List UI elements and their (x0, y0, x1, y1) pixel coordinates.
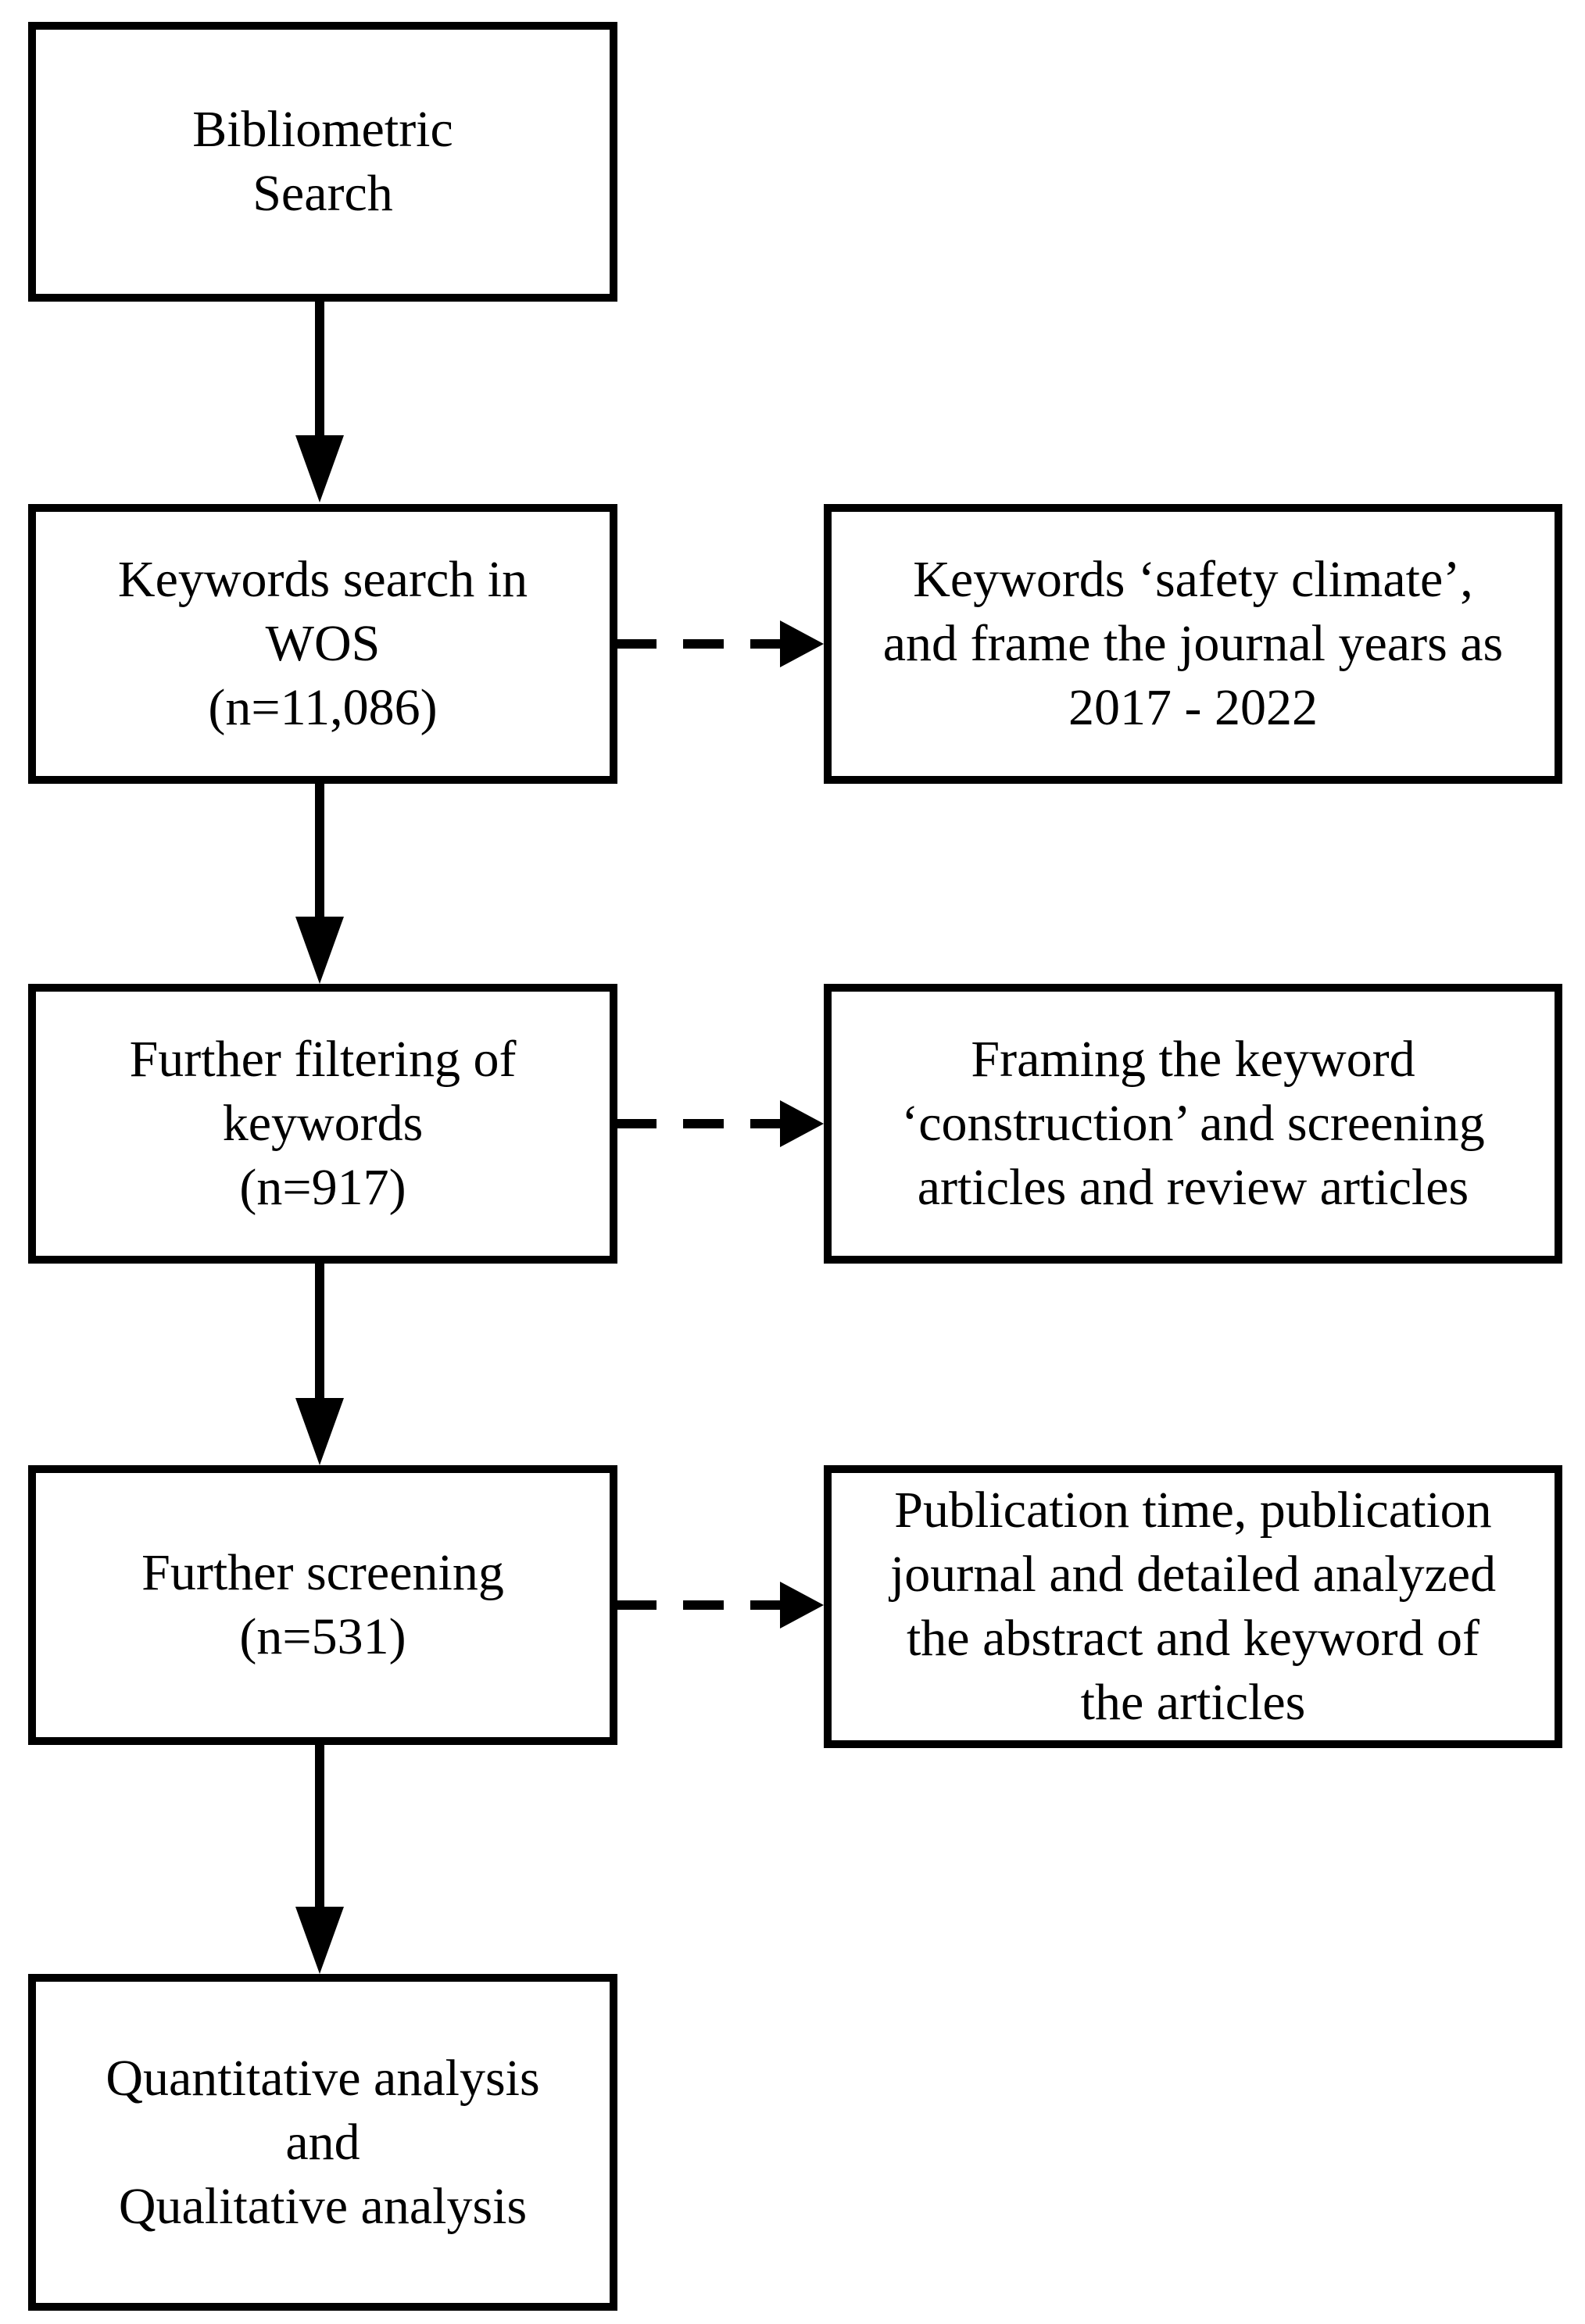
text-line: and (285, 2113, 360, 2171)
dashed-arrow-shaft (616, 639, 780, 649)
text-line: Keywords ‘safety climate’, (913, 551, 1473, 608)
text-line: (n=917) (239, 1159, 406, 1216)
text-line: (n=531) (239, 1608, 406, 1665)
arrow-shaft (315, 784, 324, 919)
text-line: 2017 - 2022 (1068, 679, 1318, 736)
text-line: Quantitative analysis (106, 2049, 540, 2107)
node-keywords-search-wos-box: Keywords search in WOS (n=11,086) (28, 504, 617, 784)
text-line: Framing the keyword (971, 1031, 1415, 1088)
arrow-shaft (315, 302, 324, 438)
text-line: keywords (222, 1095, 424, 1152)
text-line: the articles (1080, 1674, 1306, 1731)
node-further-screening-box: Further screening (n=531) (28, 1465, 617, 1745)
arrow-shaft (315, 1745, 324, 1909)
node-analysis-label: Quantitative analysis and Qualitative an… (106, 2047, 539, 2239)
text-line: Further screening (141, 1544, 504, 1601)
text-line: ‘construction’ and screening (901, 1095, 1485, 1152)
text-line: articles and review articles (917, 1159, 1469, 1216)
node-bibliometric-search-label: Bibliometric Search (192, 98, 453, 226)
text-line: the abstract and keyword of (906, 1610, 1480, 1667)
node-bibliometric-search-box: Bibliometric Search (28, 22, 617, 302)
text-line: WOS (265, 615, 381, 672)
dashed-arrow-shaft (616, 1600, 780, 1610)
arrowhead-right-icon (780, 1100, 824, 1147)
node-further-screening-label: Further screening (n=531) (141, 1541, 504, 1669)
text-line: and frame the journal years as (882, 615, 1504, 672)
text-line: journal and detailed analyzed (889, 1546, 1497, 1603)
arrowhead-down-icon (295, 917, 344, 984)
node-keywords-search-wos-label: Keywords search in WOS (n=11,086) (118, 548, 528, 740)
text-line: Bibliometric (192, 101, 453, 158)
arrowhead-down-icon (295, 1398, 344, 1465)
dashed-arrow-shaft (616, 1119, 780, 1128)
text-line: Publication time, publication (894, 1482, 1492, 1539)
arrowhead-right-icon (780, 1582, 824, 1629)
node-further-filtering-box: Further filtering of keywords (n=917) (28, 984, 617, 1264)
node-analysis-box: Quantitative analysis and Qualitative an… (28, 1974, 617, 2311)
annotation-publication-label: Publication time, publication journal an… (890, 1478, 1496, 1735)
text-line: Search (252, 165, 393, 222)
text-line: (n=11,086) (208, 679, 438, 736)
text-line: Qualitative analysis (118, 2177, 528, 2235)
annotation-construction-label: Framing the keyword ‘construction’ and s… (901, 1028, 1485, 1220)
arrowhead-down-icon (295, 435, 344, 502)
text-line: Keywords search in (117, 551, 528, 608)
arrowhead-down-icon (295, 1907, 344, 1974)
arrow-shaft (315, 1264, 324, 1400)
text-line: Further filtering of (129, 1031, 517, 1088)
node-further-filtering-label: Further filtering of keywords (n=917) (130, 1028, 517, 1220)
annotation-construction-box: Framing the keyword ‘construction’ and s… (824, 984, 1562, 1264)
annotation-safety-climate-box: Keywords ‘safety climate’, and frame the… (824, 504, 1562, 784)
annotation-publication-box: Publication time, publication journal an… (824, 1465, 1562, 1748)
annotation-safety-climate-label: Keywords ‘safety climate’, and frame the… (883, 548, 1503, 740)
arrowhead-right-icon (780, 620, 824, 667)
